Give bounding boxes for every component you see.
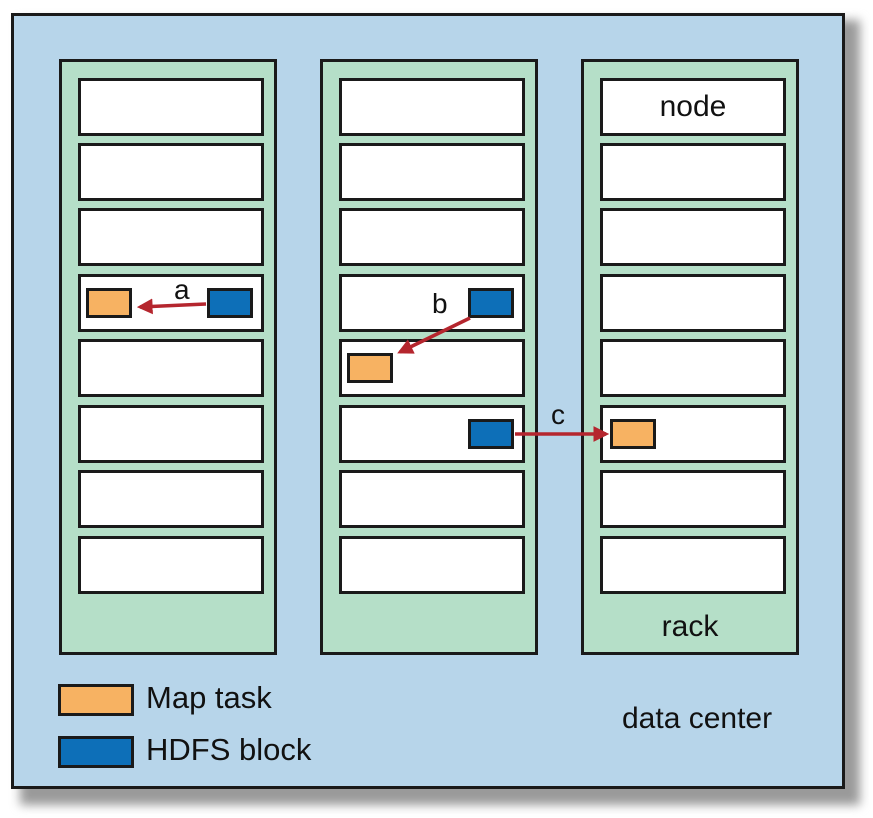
rack-3-node-2 — [600, 143, 786, 201]
legend-map-task-label: Map task — [146, 680, 272, 715]
rack-1-node-7 — [78, 470, 264, 528]
hdfs-block-a — [207, 288, 253, 318]
rack-2-node-7 — [339, 470, 525, 528]
legend-map-task-swatch — [58, 684, 134, 716]
hdfs-block-c — [468, 419, 514, 449]
rack-2-node-1 — [339, 78, 525, 136]
rack-3: node rack — [581, 59, 799, 655]
rack-2-node-8 — [339, 536, 525, 594]
map-task-a — [86, 288, 132, 318]
map-task-c — [610, 419, 656, 449]
rack-2 — [320, 59, 538, 655]
rack-label: rack — [661, 610, 719, 643]
rack-3-node-1: node — [600, 78, 786, 136]
arrow-a-label: a — [174, 274, 190, 305]
rack-1-node-1 — [78, 78, 264, 136]
rack-1-node-2 — [78, 143, 264, 201]
data-center-label: data center — [622, 702, 773, 735]
rack-3-node-8 — [600, 536, 786, 594]
legend-hdfs-block-label: HDFS block — [146, 732, 312, 767]
rack-1 — [59, 59, 277, 655]
rack-3-node-4 — [600, 274, 786, 332]
map-task-b — [347, 353, 393, 383]
legend-hdfs-block-swatch — [58, 736, 134, 768]
rack-3-node-3 — [600, 208, 786, 266]
rack-1-node-3 — [78, 208, 264, 266]
arrow-b-label: b — [432, 288, 448, 319]
rack-2-node-3 — [339, 208, 525, 266]
arrow-c-label: c — [551, 399, 565, 430]
rack-2-node-2 — [339, 143, 525, 201]
rack-1-node-8 — [78, 536, 264, 594]
node-label: node — [659, 90, 727, 123]
rack-3-node-5 — [600, 339, 786, 397]
rack-3-node-7 — [600, 470, 786, 528]
hdfs-block-b — [468, 288, 514, 318]
rack-1-node-5 — [78, 339, 264, 397]
rack-1-node-6 — [78, 405, 264, 463]
